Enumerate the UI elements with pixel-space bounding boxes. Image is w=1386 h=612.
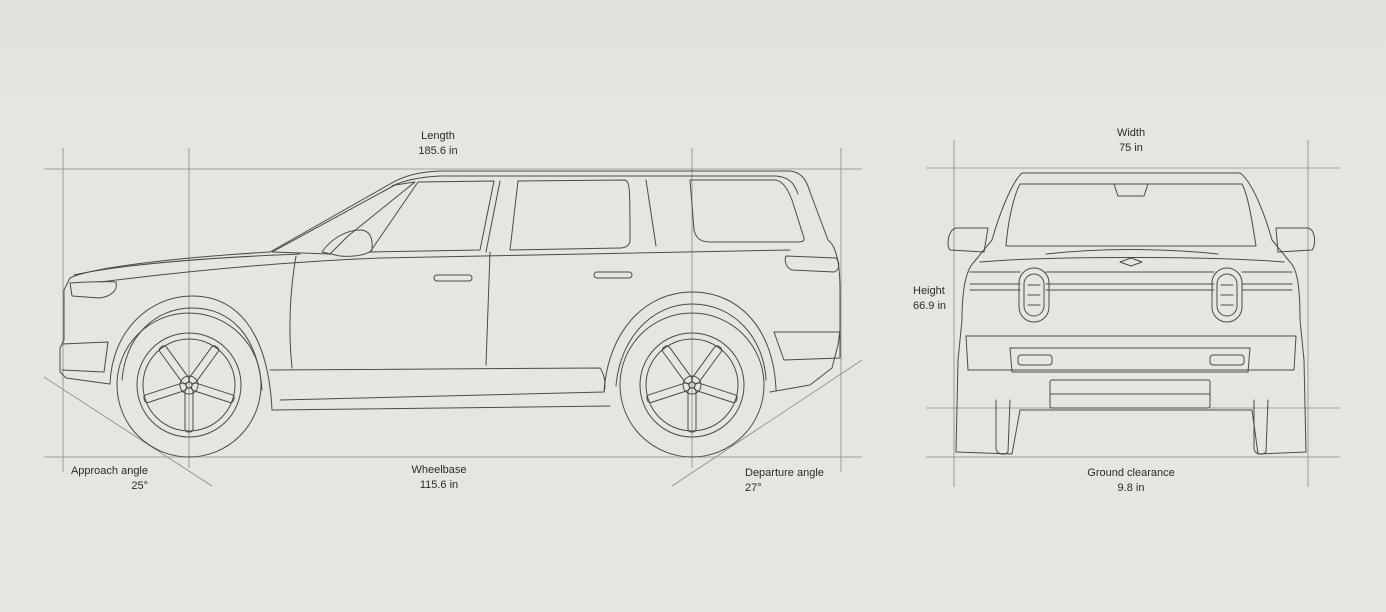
width-label: Width 75 in [1117, 126, 1145, 156]
departure-angle-line [671, 359, 863, 487]
roof-line [391, 175, 799, 195]
left-headlight-oval [1018, 267, 1050, 323]
right-tow-hook [1209, 354, 1245, 366]
rear-wheel-arch-inner [615, 303, 767, 387]
departure-angle-title: Departure angle [745, 467, 824, 479]
left-front-tire [995, 399, 1011, 455]
left-tow-hook [1017, 354, 1053, 366]
front-wheel-arch [109, 295, 273, 411]
wheelbase-label: Wheelbase 115.6 in [411, 463, 466, 493]
front-door-handle [433, 274, 473, 282]
departure-angle-value: 27° [745, 482, 762, 494]
ground-clearance-value: 9.8 in [1117, 482, 1145, 494]
width-value: 75 in [1119, 142, 1143, 154]
lower-sill [271, 405, 611, 411]
rear-hub [682, 375, 702, 395]
right-front-tire [1253, 399, 1269, 455]
hood-edge [979, 257, 1285, 263]
dimension-guides [43, 140, 1340, 487]
headlight-segments [1027, 284, 1234, 306]
rear-wheel-arch [603, 291, 777, 393]
headlight [69, 281, 117, 299]
c-pillar [645, 179, 657, 247]
front-bumper-face [965, 335, 1297, 371]
rear-tire [619, 312, 765, 458]
hood-line [73, 253, 301, 276]
front-wheel [116, 312, 262, 458]
right-mirror [1275, 227, 1316, 253]
quarter-window [689, 179, 805, 243]
bumper-intake [1009, 347, 1251, 373]
front-spokes [143, 345, 235, 433]
front-window [369, 180, 495, 253]
rear-door-handle [593, 271, 633, 279]
front-windshield [1005, 183, 1257, 247]
rear-door-line [485, 251, 491, 366]
rear-rim [639, 332, 745, 438]
front-hub [179, 375, 199, 395]
rear-bumper [773, 331, 841, 361]
length-title: Length [421, 130, 455, 142]
front-wheel-arch-inner [121, 307, 263, 391]
b-pillar [485, 180, 501, 253]
right-headlight-inner [1216, 273, 1238, 317]
height-value: 66.9 in [913, 300, 947, 312]
front-rim-inner [142, 338, 236, 432]
front-fascia [59, 277, 111, 385]
approach-angle-value: 25° [131, 480, 148, 492]
approach-angle-line [43, 376, 213, 487]
height-label: Height 66.9 in [913, 284, 946, 314]
length-label: Length 185.6 in [418, 129, 457, 159]
front-emblem [1119, 257, 1143, 267]
rocker-panel [269, 367, 606, 401]
front-rim [136, 332, 242, 438]
wheelbase-title: Wheelbase [411, 464, 467, 476]
hood-crease [1045, 249, 1219, 255]
front-bumper [61, 341, 109, 373]
approach-angle-title: Approach angle [70, 465, 148, 477]
rear-spokes [646, 345, 738, 433]
side-view-vehicle [59, 170, 841, 411]
approach-angle-label: Approach angle 25° [70, 464, 148, 494]
side-mirror [321, 229, 373, 257]
wheelbase-value: 115.6 in [419, 479, 459, 491]
rear-wheel [619, 312, 765, 458]
left-mirror [947, 227, 989, 253]
right-headlight-oval [1211, 267, 1243, 323]
front-body-outline [955, 172, 1307, 455]
ground-clearance-title: Ground clearance [1087, 467, 1175, 479]
length-value: 185.6 in [418, 145, 458, 157]
rear-rim-inner [645, 338, 739, 432]
ground-clearance-label: Ground clearance 9.8 in [1087, 466, 1174, 496]
rear-view-mirror [1113, 183, 1149, 197]
width-title: Width [1116, 127, 1146, 139]
front-tire [116, 312, 262, 458]
beltline [99, 249, 791, 283]
departure-angle-label: Departure angle 27° [745, 466, 824, 496]
taillight [784, 255, 840, 273]
left-headlight-inner [1023, 273, 1045, 317]
front-view-vehicle [947, 172, 1316, 455]
height-title: Height [913, 285, 945, 297]
windshield [271, 181, 416, 255]
front-door-line [289, 255, 297, 369]
rear-window [509, 179, 631, 251]
